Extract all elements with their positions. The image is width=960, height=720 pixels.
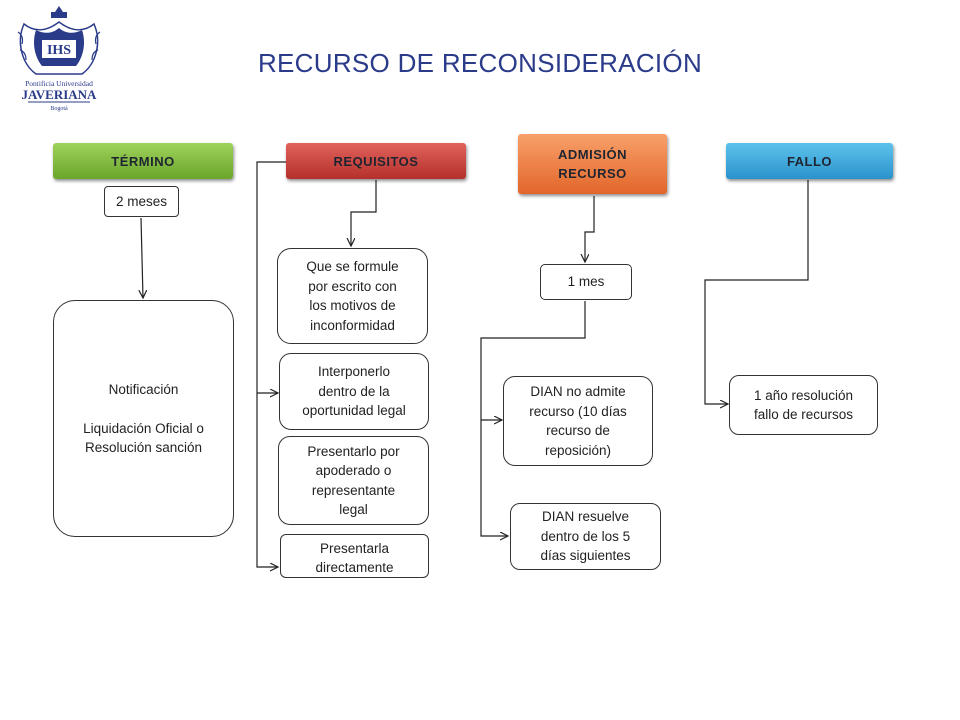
svg-text:Bogotá: Bogotá bbox=[50, 106, 68, 112]
box-req-oportunidad: Interponerlo dentro de la oportunidad le… bbox=[279, 353, 429, 430]
svg-text:IHS: IHS bbox=[47, 43, 71, 58]
crest-icon: IHS Pontificia Universidad JAVERIANA Bog… bbox=[17, 6, 101, 112]
box-dian-no-admite: DIAN no admite recurso (10 días recurso … bbox=[503, 376, 653, 466]
box-un-anio: 1 año resolución fallo de recursos bbox=[729, 375, 878, 435]
svg-text:Pontificia Universidad: Pontificia Universidad bbox=[25, 79, 93, 88]
arrow-requisitos-req4 bbox=[256, 161, 286, 567]
box-dos-meses: 2 meses bbox=[104, 186, 179, 217]
header-requisitos: REQUISITOS bbox=[286, 143, 466, 179]
arrow-requisitos-req1 bbox=[351, 180, 377, 246]
svg-text:JAVERIANA: JAVERIANA bbox=[22, 87, 97, 102]
arrow-fallo-anio bbox=[704, 180, 809, 404]
university-logo: IHS Pontificia Universidad JAVERIANA Bog… bbox=[14, 2, 104, 117]
box-req-apoderado: Presentarlo por apoderado o representant… bbox=[278, 436, 429, 525]
header-admision: ADMISIÓN RECURSO bbox=[518, 134, 667, 194]
header-fallo: FALLO bbox=[726, 143, 893, 179]
arrow-termino-notificacion bbox=[141, 217, 143, 298]
box-req-directamente: Presentarla directamente bbox=[280, 534, 429, 578]
box-un-mes: 1 mes bbox=[540, 264, 632, 300]
page-title: RECURSO DE RECONSIDERACIÓN bbox=[257, 48, 703, 78]
header-termino: TÉRMINO bbox=[53, 143, 233, 179]
box-dian-resuelve: DIAN resuelve dentro de los 5 días sigui… bbox=[510, 503, 661, 570]
arrow-admision-mes bbox=[585, 196, 595, 262]
box-notificacion: Notificación Liquidación Oficial o Resol… bbox=[53, 300, 234, 537]
box-req-escrito: Que se formule por escrito con los motiv… bbox=[277, 248, 428, 344]
arrow-mes-dian-resuelve bbox=[480, 301, 586, 536]
